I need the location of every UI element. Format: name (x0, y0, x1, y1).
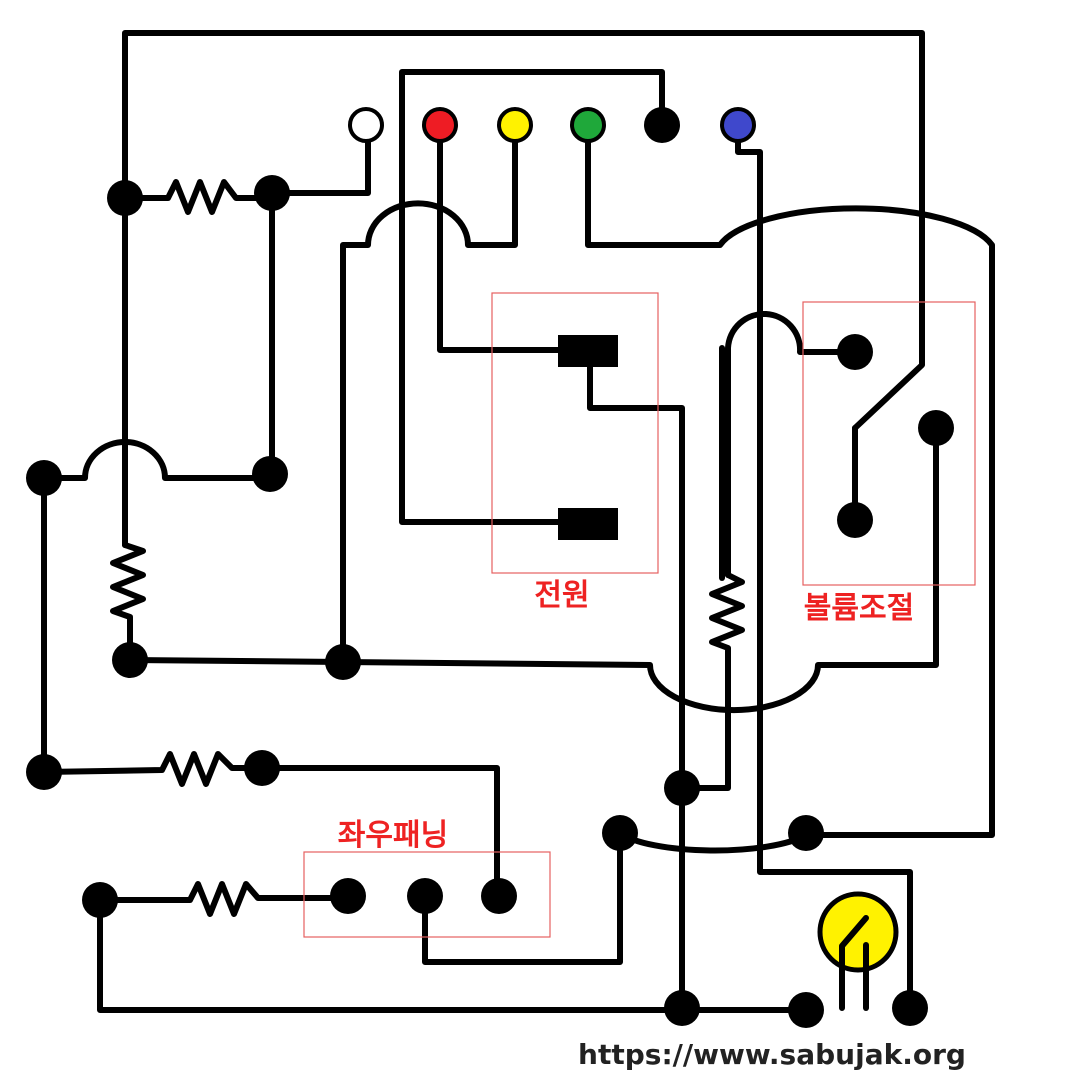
node (244, 750, 280, 786)
node (892, 990, 928, 1026)
top-frame-wires (122, 30, 925, 431)
terminal-white (348, 107, 384, 143)
volume-box (802, 301, 976, 586)
node (788, 992, 824, 1028)
node (788, 815, 824, 851)
terminal-blue (720, 107, 756, 143)
power-label: 전원 (534, 578, 589, 613)
node (82, 882, 118, 918)
power-contact-top (558, 335, 618, 367)
volume-wiring (679, 310, 858, 791)
terminal-yellow (497, 107, 533, 143)
node (407, 878, 443, 914)
power-box (491, 292, 659, 574)
green-wire (585, 125, 995, 838)
volume-node-bottom (837, 502, 873, 538)
terminal-green (570, 107, 606, 143)
node (26, 460, 62, 496)
node (481, 878, 517, 914)
node (325, 644, 361, 680)
left-rail (110, 195, 146, 663)
red-wire (437, 125, 685, 1013)
lamp-bulb-icon (817, 891, 899, 973)
node (664, 990, 700, 1026)
volume-node-top (837, 334, 873, 370)
black-terminal-wire (399, 69, 665, 525)
lamp (817, 891, 899, 1011)
blue-wire (735, 125, 913, 1011)
node (252, 456, 288, 492)
node (26, 754, 62, 790)
terminal-black (644, 107, 680, 143)
node (112, 642, 148, 678)
node (107, 180, 143, 216)
panning-label: 좌우패닝 (338, 818, 448, 853)
color-terminals (348, 107, 756, 143)
left-crossover (41, 439, 275, 775)
panning-wiring (41, 751, 809, 1013)
node (254, 175, 290, 211)
panning-box (303, 851, 551, 938)
terminal-red (422, 107, 458, 143)
node (664, 770, 700, 806)
junction-nodes (26, 107, 954, 1028)
bottom-ground-wire (127, 425, 939, 714)
volume-label: 볼륨조절 (804, 591, 914, 626)
volume-node-right (918, 410, 954, 446)
node (330, 878, 366, 914)
node (602, 815, 638, 851)
yellow-wire (340, 125, 518, 665)
source-url: https://www.sabujak.org (578, 1038, 966, 1071)
power-contact-bottom (558, 508, 618, 540)
resistor-top (122, 125, 371, 477)
